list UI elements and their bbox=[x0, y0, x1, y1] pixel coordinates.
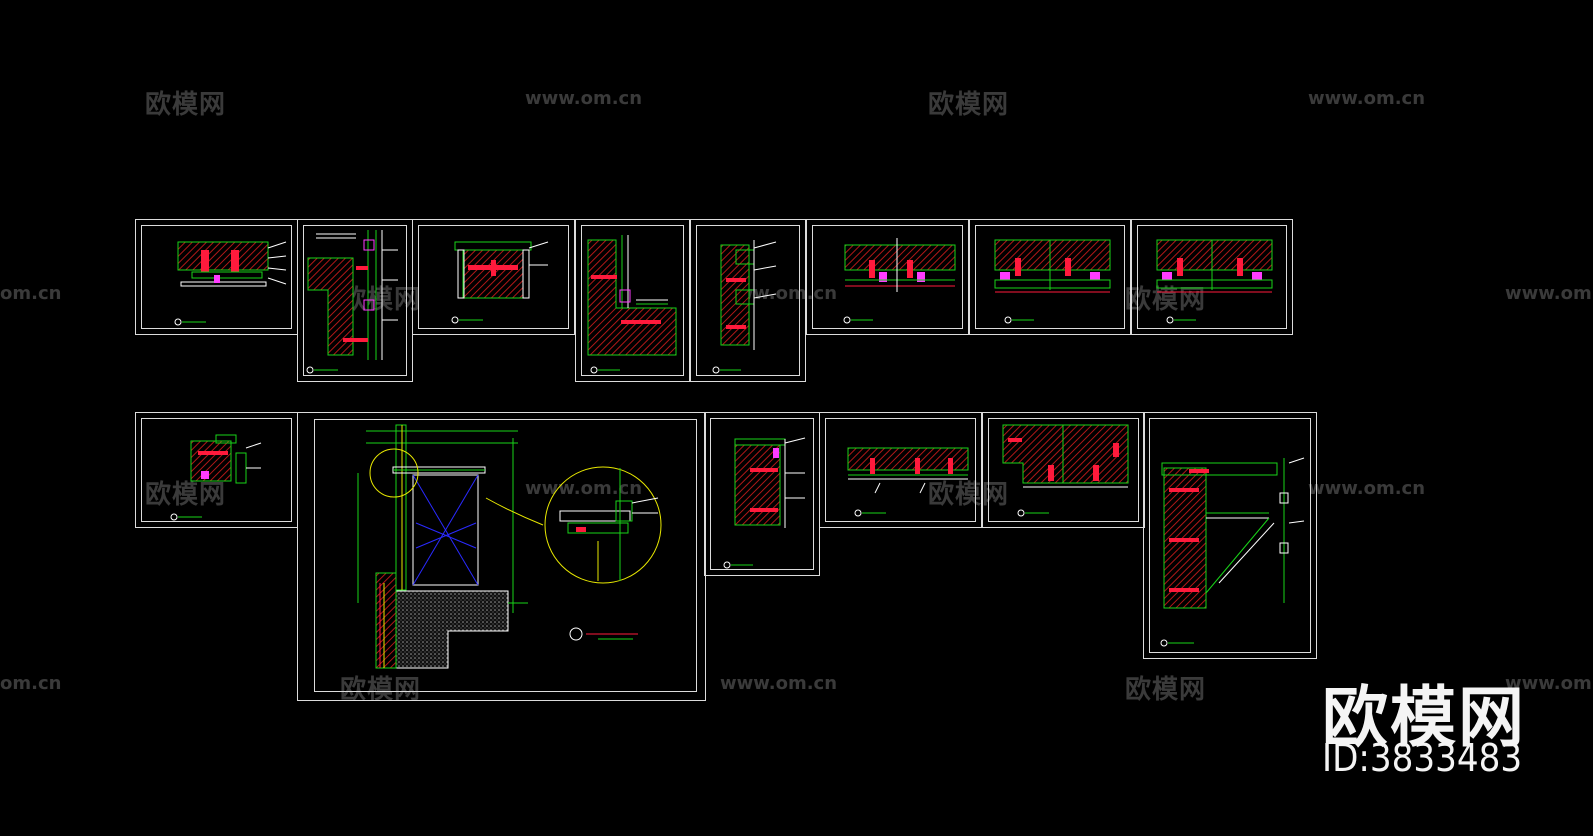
watermark-url: www.om.cn bbox=[1308, 88, 1426, 109]
detail-drawing bbox=[847, 447, 969, 517]
brand-id-label: ID:3833483 bbox=[1322, 736, 1523, 780]
sheet-inner-frame bbox=[141, 418, 292, 522]
watermark-brand: 欧模网 bbox=[1125, 675, 1207, 705]
sheet-inner-frame bbox=[314, 419, 697, 692]
detail-drawing bbox=[994, 239, 1111, 324]
sheet-inner-frame bbox=[141, 225, 292, 329]
watermark-brand: 欧模网 bbox=[928, 480, 1010, 510]
watermark-url: www.om.cn bbox=[1308, 478, 1426, 499]
drawing-sheet[interactable] bbox=[690, 219, 806, 382]
drawing-sheet-main[interactable] bbox=[297, 412, 706, 701]
sheet-inner-frame bbox=[696, 225, 800, 376]
sheet-inner-frame bbox=[812, 225, 963, 329]
drawing-sheet[interactable] bbox=[135, 412, 298, 528]
detail-drawing bbox=[451, 241, 549, 324]
drawing-sheet[interactable] bbox=[1143, 412, 1317, 659]
watermark-brand: 欧模网 bbox=[928, 90, 1010, 120]
drawing-sheet[interactable] bbox=[135, 219, 298, 335]
drawing-sheet[interactable] bbox=[704, 412, 820, 576]
watermark-url-fragment: om.cn bbox=[0, 673, 62, 694]
sheet-inner-frame bbox=[1149, 418, 1311, 653]
drawing-sheet[interactable] bbox=[969, 219, 1131, 335]
sheet-inner-frame bbox=[975, 225, 1125, 329]
sheet-inner-frame bbox=[710, 418, 814, 570]
detail-drawing bbox=[306, 230, 398, 374]
sheet-inner-frame bbox=[988, 418, 1139, 522]
watermark-url: www.om.cn bbox=[1505, 673, 1593, 694]
watermark-url: www.om.cn bbox=[1505, 283, 1593, 304]
watermark-url: www.om.cn bbox=[525, 88, 643, 109]
detail-drawing bbox=[843, 238, 956, 324]
drawing-sheet[interactable] bbox=[982, 412, 1145, 528]
drawing-sheet[interactable] bbox=[806, 219, 969, 335]
sheet-inner-frame bbox=[418, 225, 569, 329]
watermark-brand: 欧模网 bbox=[145, 480, 227, 510]
detail-drawing bbox=[357, 424, 662, 669]
detail-drawing bbox=[174, 241, 287, 326]
drawing-sheet[interactable] bbox=[1131, 219, 1293, 335]
detail-drawing bbox=[1156, 239, 1273, 324]
drawing-sheet[interactable] bbox=[297, 219, 413, 382]
detail-drawing bbox=[170, 434, 262, 521]
brand-logo-text: 欧模网 bbox=[1322, 679, 1526, 756]
sheet-inner-frame bbox=[581, 225, 684, 376]
sheet-inner-frame bbox=[303, 225, 407, 376]
detail-drawing bbox=[712, 240, 777, 374]
watermark-brand: 欧模网 bbox=[145, 90, 227, 120]
detail-drawing bbox=[1160, 457, 1305, 647]
detail-drawing bbox=[587, 235, 677, 374]
drawing-sheet[interactable] bbox=[819, 412, 982, 528]
detail-drawing bbox=[723, 437, 806, 569]
sheet-inner-frame bbox=[825, 418, 976, 522]
watermark-brand: 欧模网 bbox=[1125, 285, 1207, 315]
watermark-url-fragment: om.cn bbox=[0, 283, 62, 304]
drawing-sheet[interactable] bbox=[575, 219, 690, 382]
drawing-sheet[interactable] bbox=[412, 219, 575, 335]
detail-drawing bbox=[1002, 424, 1129, 517]
sheet-inner-frame bbox=[1137, 225, 1287, 329]
watermark-url: www.om.cn bbox=[720, 673, 838, 694]
